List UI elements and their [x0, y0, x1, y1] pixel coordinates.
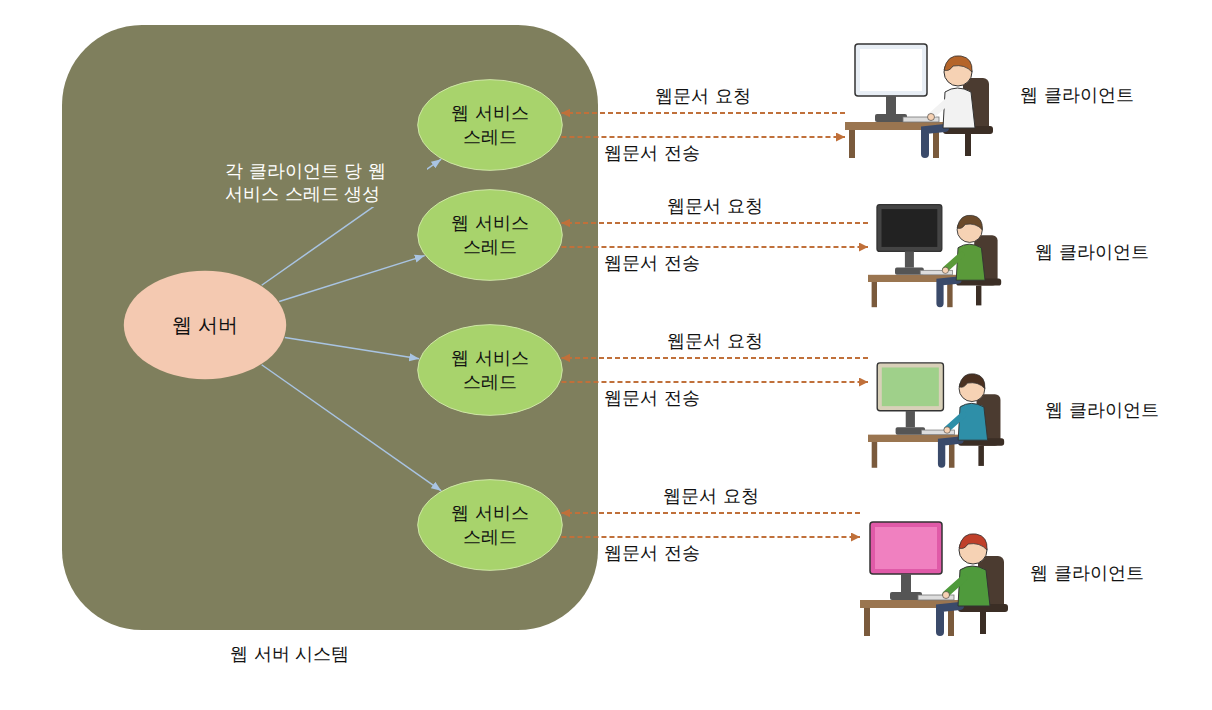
ellipse-shape: [417, 324, 563, 416]
edge-label: 웹문서 전송: [604, 142, 700, 164]
ellipse-text-holder: 웹 서비스 스레드: [417, 189, 563, 281]
dashed-arrow: [561, 357, 868, 359]
dashed-arrow: [561, 512, 860, 514]
ellipse-fill: [124, 271, 286, 379]
edge-label-holder: 웹문서 요청: [667, 195, 763, 217]
client-label: 웹 클라이언트: [1020, 83, 1134, 107]
dashed-arrow: [561, 112, 845, 114]
edge-label: 웹문서 요청: [655, 85, 751, 107]
client-node: 웹 클라이언트: [860, 508, 1146, 638]
dashed-arrow: [561, 136, 845, 138]
ellipse-shape: [417, 79, 563, 171]
client-text-holder: 웹 클라이언트: [1020, 83, 1134, 107]
thread-ellipse: 웹 서비스 스레드: [417, 79, 563, 171]
edge-label: 웹문서 전송: [604, 387, 700, 409]
ellipse-text-holder: 웹 서버: [123, 270, 287, 380]
dashed-arrow: [561, 536, 860, 538]
dashed-arrow: [561, 381, 868, 383]
ellipse-fill: [418, 480, 563, 571]
edge-label: 웹문서 요청: [667, 330, 763, 352]
region-title: 웹 서버 시스템: [230, 642, 349, 666]
ellipse-shape: [417, 479, 563, 571]
ellipse-text-holder: 웹 서비스 스레드: [417, 79, 563, 171]
ellipse-fill: [418, 80, 563, 171]
client-figure: [868, 363, 1004, 468]
edge-label: 웹문서 요청: [667, 195, 763, 217]
region-title-holder: 웹 서버 시스템: [230, 642, 349, 666]
ellipse-shape: [417, 189, 563, 281]
note-holder: 각 클라이언트 당 웹 서비스 스레드 생성: [222, 158, 427, 207]
edge-label-holder: 웹문서 요청: [655, 85, 751, 107]
region-fill: [62, 25, 598, 630]
edge-label: 웹문서 전송: [604, 542, 700, 564]
thread-ellipse: 웹 서비스 스레드: [417, 189, 563, 281]
client-node: 웹 클라이언트: [845, 30, 1136, 160]
edge-label: 웹문서 요청: [663, 485, 759, 507]
client-label: 웹 클라이언트: [1035, 240, 1149, 264]
client-figure: [868, 205, 1001, 308]
edge-label: 웹문서 전송: [604, 252, 700, 274]
client-figure: [860, 522, 1008, 636]
edge-label-holder: 웹문서 전송: [604, 252, 700, 274]
server-ellipse: 웹 서버: [123, 270, 287, 380]
note-label: 각 클라이언트 당 웹 서비스 스레드 생성: [222, 158, 427, 207]
client-figure: [845, 44, 993, 158]
client-text-holder: 웹 클라이언트: [1045, 398, 1159, 422]
edge-label-holder: 웹문서 요청: [667, 330, 763, 352]
ellipse-label: 웹 서버: [172, 312, 238, 339]
client-text-holder: 웹 클라이언트: [1030, 561, 1144, 585]
ellipse-fill: [418, 325, 563, 416]
client-node: 웹 클라이언트: [868, 192, 1151, 312]
ellipse-text-holder: 웹 서비스 스레드: [417, 479, 563, 571]
edge-label-holder: 웹문서 전송: [604, 142, 700, 164]
ellipse-fill: [418, 190, 563, 281]
edge-label-holder: 웹문서 요청: [663, 485, 759, 507]
ellipse-label: 웹 서비스 스레드: [438, 211, 542, 260]
dashed-arrow: [561, 222, 868, 224]
system-region: 웹 서버웹 서비스 스레드웹 서비스 스레드웹 서비스 스레드웹 서비스 스레드…: [62, 25, 598, 630]
client-node: 웹 클라이언트: [868, 350, 1161, 470]
ellipse-label: 웹 서비스 스레드: [438, 101, 542, 150]
client-text-holder: 웹 클라이언트: [1035, 240, 1149, 264]
edge-label-holder: 웹문서 전송: [604, 542, 700, 564]
ellipse-label: 웹 서비스 스레드: [438, 346, 542, 395]
ellipse-label: 웹 서비스 스레드: [438, 501, 542, 550]
ellipse-text-holder: 웹 서비스 스레드: [417, 324, 563, 416]
client-label: 웹 클라이언트: [1030, 561, 1144, 585]
dashed-arrow: [561, 246, 868, 248]
thread-ellipse: 웹 서비스 스레드: [417, 324, 563, 416]
client-label: 웹 클라이언트: [1045, 398, 1159, 422]
thread-ellipse: 웹 서비스 스레드: [417, 479, 563, 571]
edge-label-holder: 웹문서 전송: [604, 387, 700, 409]
